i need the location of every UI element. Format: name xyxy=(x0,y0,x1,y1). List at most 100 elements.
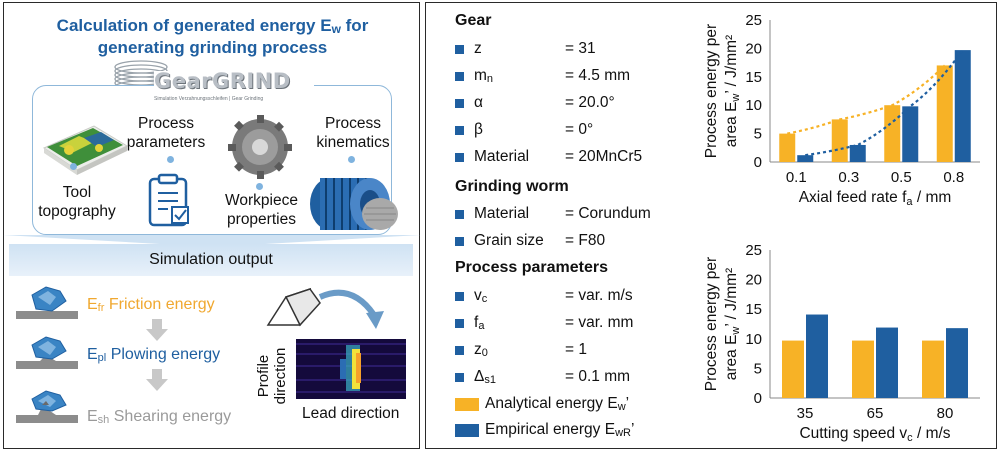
simulation-panel: Calculation of generated energy Ew for g… xyxy=(3,2,421,449)
y-tick-label: 15 xyxy=(745,301,762,318)
process-param-name: Δs1 xyxy=(474,368,496,386)
x-axis-label: Axial feed rate fa / mm xyxy=(799,189,952,208)
empirical-bar xyxy=(797,155,814,162)
worm-header: Grinding worm xyxy=(455,178,569,195)
friction-abrasive-grain-icon xyxy=(16,286,78,319)
friction-energy-label: Efr Friction energy xyxy=(87,296,215,314)
analytical-bar xyxy=(782,340,804,398)
gear-param-name: mn xyxy=(474,67,494,85)
bullet-icon xyxy=(455,373,464,382)
process-param-value: = var. m/s xyxy=(565,287,633,304)
y-tick-label: 5 xyxy=(754,126,762,143)
gear-param-name: Material xyxy=(474,148,530,165)
energy-heatmap xyxy=(296,339,406,399)
lead-direction-label: Lead direction xyxy=(302,405,400,422)
process-param-value: = var. mm xyxy=(565,314,634,331)
y-tick-label: 0 xyxy=(754,154,762,171)
process-param-name: fa xyxy=(474,314,485,332)
shearing-energy-label: Esh Shearing energy xyxy=(87,408,232,426)
x-tick-label: 0.3 xyxy=(838,169,859,186)
analytical-bar xyxy=(884,105,901,162)
worm-param-name: Grain size xyxy=(474,232,544,249)
y-tick-label: 20 xyxy=(745,272,762,289)
y-tick-label: 25 xyxy=(745,242,762,259)
gear-param-value: = 4.5 mm xyxy=(565,67,631,84)
bullet-icon xyxy=(455,45,464,54)
simulation-output-banner: Simulation output xyxy=(9,244,413,276)
legend-analytical-swatch xyxy=(455,398,479,411)
bullet-icon xyxy=(455,210,464,219)
x-axis-label: Cutting speed vc / m/s xyxy=(799,425,950,444)
x-tick-label: 35 xyxy=(797,405,814,422)
gear-header: Gear xyxy=(455,12,492,29)
y-axis-label-line2: area Ew’ / J/mm² xyxy=(723,268,742,380)
empirical-bar xyxy=(849,144,866,162)
analytical-bar xyxy=(779,133,796,162)
gear-param-name: z xyxy=(474,40,482,57)
down-arrow-icon xyxy=(146,369,168,391)
bullet-icon xyxy=(455,292,464,301)
grain-prism-icon xyxy=(266,287,384,329)
y-axis-label-line1: Process energy per xyxy=(703,257,720,391)
panel-title-line2: generating grinding process xyxy=(97,38,328,57)
gear-workpiece-icon xyxy=(228,115,292,179)
bullet-icon xyxy=(455,153,464,162)
process-param-value: = 1 xyxy=(565,341,587,358)
shearing-abrasive-grain-icon xyxy=(16,390,78,423)
analytical-bar xyxy=(936,65,953,162)
empirical-bar xyxy=(902,106,919,162)
y-tick-label: 10 xyxy=(745,331,762,348)
empirical-bar xyxy=(876,327,898,398)
x-tick-label: 0.8 xyxy=(943,169,964,186)
y-tick-label: 5 xyxy=(754,360,762,377)
worm-param-name: Material xyxy=(474,205,530,222)
process-header: Process parameters xyxy=(455,259,608,276)
x-tick-label: 0.1 xyxy=(786,169,807,186)
legend-empirical-label: Empirical energy EwR’ xyxy=(485,421,635,439)
y-axis-label-line2: area Ew’ / J/mm² xyxy=(723,35,742,147)
bullet-icon xyxy=(455,99,464,108)
analytical-bar xyxy=(922,340,944,398)
y-tick-label: 20 xyxy=(745,40,762,57)
down-arrow-icon xyxy=(146,319,168,341)
worm-param-value: = Corundum xyxy=(565,205,651,222)
grinding-worm-icon xyxy=(310,178,398,230)
parameters-panel xyxy=(425,2,997,449)
empirical-bar xyxy=(806,314,828,398)
bullet-icon xyxy=(455,346,464,355)
gear-grind-logo-text: GearGRIND xyxy=(154,69,291,93)
y-tick-label: 15 xyxy=(745,69,762,86)
process-param-name: vc xyxy=(474,287,488,305)
analytical-bar xyxy=(852,340,874,398)
x-tick-label: 65 xyxy=(867,405,884,422)
analytical-bar xyxy=(831,119,848,162)
gear-grind-logo-subtitle: Simulation Verzahnungsschleifen | Gear G… xyxy=(154,96,264,102)
gear-param-value: = 31 xyxy=(565,40,596,57)
legend-empirical-swatch xyxy=(455,424,479,437)
gear-param-name: α xyxy=(474,94,483,111)
empirical-bar xyxy=(946,328,968,398)
bullet-icon xyxy=(455,126,464,135)
empirical-bar xyxy=(954,50,971,162)
x-tick-label: 0.5 xyxy=(891,169,912,186)
y-tick-label: 10 xyxy=(745,97,762,114)
bullet-icon xyxy=(455,237,464,246)
process-param-name: z0 xyxy=(474,341,488,359)
plowing-abrasive-grain-icon xyxy=(16,336,78,369)
gear-param-value: = 20.0° xyxy=(565,94,615,111)
panel-title-line1: Calculation of generated energy Ew for xyxy=(56,16,369,36)
gear-param-name: β xyxy=(474,121,483,138)
y-axis-label-line1: Process energy per xyxy=(703,24,720,158)
bullet-icon xyxy=(455,72,464,81)
worm-param-value: = F80 xyxy=(565,232,606,249)
gear-param-value: = 0° xyxy=(565,121,594,138)
